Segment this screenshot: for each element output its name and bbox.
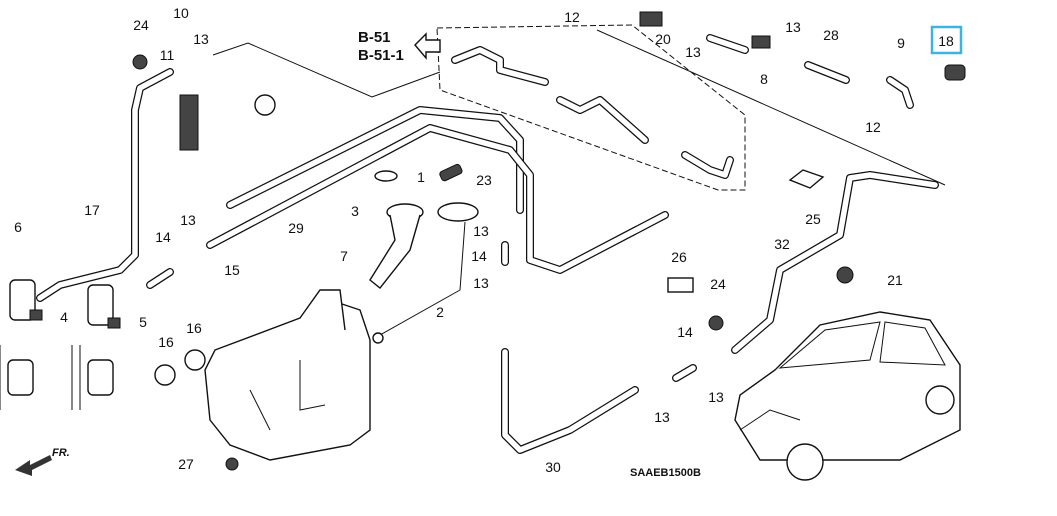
callout-4[interactable]: 4 xyxy=(60,309,68,325)
callout-13[interactable]: 13 xyxy=(473,275,489,291)
callout-20[interactable]: 20 xyxy=(655,31,671,47)
callout-14[interactable]: 14 xyxy=(471,248,487,264)
washer-pump-5 xyxy=(87,284,121,329)
body-line xyxy=(596,29,946,186)
callout-26[interactable]: 26 xyxy=(671,249,687,265)
callout-2[interactable]: 2 xyxy=(436,304,444,320)
reservoir-tank xyxy=(204,289,371,461)
callout-13[interactable]: 13 xyxy=(708,389,724,405)
check-valve-8 xyxy=(751,35,771,49)
callout-16[interactable]: 16 xyxy=(186,320,202,336)
callout-13[interactable]: 13 xyxy=(193,31,209,47)
callout-23[interactable]: 23 xyxy=(476,172,492,188)
level-sensor xyxy=(372,202,479,344)
callout-18[interactable]: 18 xyxy=(938,33,954,49)
bracket-lines xyxy=(0,345,81,410)
callout-7[interactable]: 7 xyxy=(340,248,348,264)
callout-14[interactable]: 14 xyxy=(155,229,171,245)
o-ring xyxy=(374,170,398,182)
callout-12[interactable]: 12 xyxy=(865,119,881,135)
callout-16[interactable]: 16 xyxy=(158,334,174,350)
callout-27[interactable]: 27 xyxy=(178,456,194,472)
front-arrow-icon xyxy=(15,455,52,476)
pad-25 xyxy=(788,169,825,189)
callout-25[interactable]: 25 xyxy=(805,211,821,227)
clip-21 xyxy=(836,266,854,284)
front-label: FR. xyxy=(52,447,70,459)
callout-13[interactable]: 13 xyxy=(473,223,489,239)
vehicle-illustration xyxy=(734,311,961,481)
callout-14[interactable]: 14 xyxy=(677,324,693,340)
grommet-16b xyxy=(184,349,206,371)
joint-9 xyxy=(886,76,914,109)
grommet-16a xyxy=(154,364,176,386)
callout-13[interactable]: 13 xyxy=(180,212,196,228)
leader-line xyxy=(212,42,441,98)
callout-9[interactable]: 9 xyxy=(897,35,905,51)
clip-24b xyxy=(708,315,724,331)
pad-26 xyxy=(667,277,694,293)
callout-30[interactable]: 30 xyxy=(545,459,561,475)
callout-29[interactable]: 29 xyxy=(288,220,304,236)
callout-13[interactable]: 13 xyxy=(654,409,670,425)
grommet xyxy=(254,94,276,116)
callout-6[interactable]: 6 xyxy=(14,219,22,235)
callout-17[interactable]: 17 xyxy=(84,202,100,218)
callout-24[interactable]: 24 xyxy=(133,17,149,33)
washer-pump-b xyxy=(87,359,114,396)
callout-13[interactable]: 13 xyxy=(785,19,801,35)
ref-b51[interactable]: B-51 xyxy=(358,29,391,46)
callout-8[interactable]: 8 xyxy=(760,71,768,87)
washer-pump-4 xyxy=(9,279,43,321)
washer-pump-a xyxy=(7,359,34,396)
dashed-group-outline xyxy=(436,24,746,191)
callout-21[interactable]: 21 xyxy=(887,272,903,288)
drawing-code: SAAEB1500B xyxy=(630,467,701,479)
clip-24 xyxy=(132,54,148,70)
nozzle-18 xyxy=(944,64,966,81)
callout-10[interactable]: 10 xyxy=(173,5,189,21)
callout-28[interactable]: 28 xyxy=(823,27,839,43)
callout-32[interactable]: 32 xyxy=(774,236,790,252)
joint-20 xyxy=(639,11,663,27)
hose-group xyxy=(36,34,939,454)
callout-5[interactable]: 5 xyxy=(139,314,147,330)
callout-13[interactable]: 13 xyxy=(685,44,701,60)
filler-neck xyxy=(369,203,424,289)
callout-15[interactable]: 15 xyxy=(224,262,240,278)
grommet-23 xyxy=(439,163,463,182)
bolt-27 xyxy=(225,457,239,471)
highlight-box xyxy=(930,25,963,55)
ref-b51-1[interactable]: B-51-1 xyxy=(358,47,404,64)
callout-11[interactable]: 11 xyxy=(160,47,175,63)
callout-3[interactable]: 3 xyxy=(351,203,359,219)
callout-24[interactable]: 24 xyxy=(710,276,726,292)
bracket-clip xyxy=(179,94,199,151)
callout-12[interactable]: 12 xyxy=(564,9,580,25)
reference-arrow-icon xyxy=(414,32,441,60)
callout-1[interactable]: 1 xyxy=(417,169,425,185)
